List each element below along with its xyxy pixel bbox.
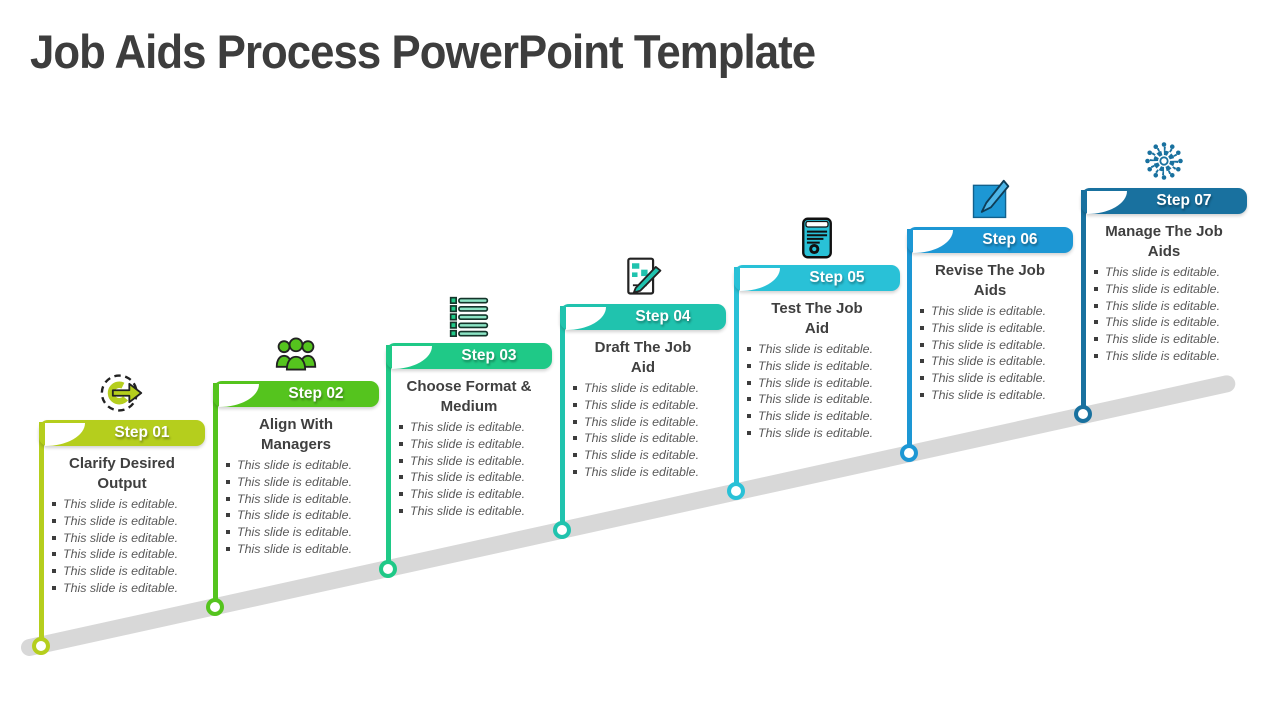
bullet-item: This slide is editable. xyxy=(226,524,382,541)
step-card-06: Step 06 Revise The Job Aids This slide i… xyxy=(900,179,1077,487)
bullet-item: This slide is editable. xyxy=(1094,331,1250,348)
team-icon xyxy=(273,332,319,376)
step-card-04: Step 04 Draft The Job Aid This slide is … xyxy=(553,257,730,564)
manage-network-icon xyxy=(1141,139,1187,183)
bullet-item: This slide is editable. xyxy=(920,370,1076,387)
bullet-list: This slide is editable.This slide is edi… xyxy=(1094,264,1250,365)
bullet-item: This slide is editable. xyxy=(399,436,555,453)
bullet-list: This slide is editable.This slide is edi… xyxy=(52,496,208,597)
bullet-item: This slide is editable. xyxy=(747,341,903,358)
bullet-item: This slide is editable. xyxy=(1094,264,1250,281)
step-card-05: Step 05 Test The Job Aid This slide is e… xyxy=(727,217,904,525)
timeline-node xyxy=(553,521,571,539)
step-label: Step 03 xyxy=(461,347,517,364)
bullet-list: This slide is editable.This slide is edi… xyxy=(399,419,555,520)
bullet-item: This slide is editable. xyxy=(920,387,1076,404)
step-title: Clarify Desired Output xyxy=(69,455,175,492)
timeline-node xyxy=(1074,405,1092,423)
bullet-item: This slide is editable. xyxy=(747,375,903,392)
timeline-node xyxy=(727,482,745,500)
bullet-item: This slide is editable. xyxy=(52,496,208,513)
bullet-item: This slide is editable. xyxy=(573,447,729,464)
connector-line xyxy=(386,345,391,570)
bullet-list: This slide is editable.This slide is edi… xyxy=(920,303,1076,404)
bullet-item: This slide is editable. xyxy=(747,358,903,375)
bullet-item: This slide is editable. xyxy=(920,337,1076,354)
step-card-07: Step 07 Manage The Job Aids This slide i… xyxy=(1074,142,1251,448)
step-label: Step 02 xyxy=(288,385,344,402)
step-banner: Step 01 xyxy=(39,420,205,446)
timeline-node xyxy=(900,444,918,462)
step-title: Manage The Job Aids xyxy=(1105,223,1223,260)
bullet-item: This slide is editable. xyxy=(920,320,1076,337)
bullet-item: This slide is editable. xyxy=(747,425,903,442)
bullet-item: This slide is editable. xyxy=(226,474,382,491)
bullet-item: This slide is editable. xyxy=(226,541,382,558)
step-label: Step 05 xyxy=(809,269,865,286)
bullet-item: This slide is editable. xyxy=(573,380,729,397)
bullet-item: This slide is editable. xyxy=(226,507,382,524)
draft-document-icon xyxy=(620,255,666,299)
bullet-item: This slide is editable. xyxy=(573,397,729,414)
bullet-item: This slide is editable. xyxy=(1094,348,1250,365)
edit-pencil-icon xyxy=(967,178,1013,222)
step-banner: Step 03 xyxy=(386,343,552,369)
timeline-node xyxy=(32,637,50,655)
bullet-item: This slide is editable. xyxy=(573,430,729,447)
checklist-icon xyxy=(446,294,492,338)
step-label: Step 07 xyxy=(1156,192,1212,209)
bullet-list: This slide is editable.This slide is edi… xyxy=(573,380,729,481)
step-label: Step 06 xyxy=(982,231,1038,248)
connector-line xyxy=(907,229,912,454)
step-title: Choose Format & Medium xyxy=(406,378,532,415)
bullet-list: This slide is editable.This slide is edi… xyxy=(747,341,903,442)
slide-title: Job Aids Process PowerPoint Template xyxy=(30,25,816,78)
bullet-item: This slide is editable. xyxy=(747,391,903,408)
bullet-item: This slide is editable. xyxy=(52,530,208,547)
step-title: Draft The Job Aid xyxy=(594,339,692,376)
step-banner: Step 05 xyxy=(734,265,900,291)
bullet-item: This slide is editable. xyxy=(747,408,903,425)
step-title: Align With Managers xyxy=(258,416,333,453)
bullet-item: This slide is editable. xyxy=(226,457,382,474)
connector-line xyxy=(734,267,739,492)
process-gear-arrow-icon xyxy=(99,371,145,415)
step-banner: Step 06 xyxy=(907,227,1073,253)
step-banner: Step 02 xyxy=(213,381,379,407)
connector-line xyxy=(1081,190,1086,415)
step-title: Revise The Job Aids xyxy=(934,262,1046,299)
bullet-item: This slide is editable. xyxy=(399,419,555,436)
bullet-item: This slide is editable. xyxy=(399,486,555,503)
step-card-02: Step 02 Align With Managers This slide i… xyxy=(206,337,383,641)
step-card-03: Step 03 Choose Format & Medium This slid… xyxy=(379,296,556,603)
bullet-item: This slide is editable. xyxy=(52,546,208,563)
bullet-item: This slide is editable. xyxy=(573,464,729,481)
bullet-item: This slide is editable. xyxy=(52,563,208,580)
step-banner: Step 07 xyxy=(1081,188,1247,214)
bullet-item: This slide is editable. xyxy=(52,580,208,597)
bullet-item: This slide is editable. xyxy=(573,414,729,431)
step-card-01: Step 01 Clarify Desired Output This slid… xyxy=(32,374,209,680)
bullet-item: This slide is editable. xyxy=(52,513,208,530)
step-title: Test The Job Aid xyxy=(771,300,863,337)
bullet-item: This slide is editable. xyxy=(920,303,1076,320)
step-banner: Step 04 xyxy=(560,304,726,330)
connector-line xyxy=(213,383,218,608)
bullet-item: This slide is editable. xyxy=(920,353,1076,370)
bullet-item: This slide is editable. xyxy=(1094,298,1250,315)
step-label: Step 04 xyxy=(635,308,691,325)
test-clipboard-icon xyxy=(794,216,840,260)
bullet-item: This slide is editable. xyxy=(399,469,555,486)
bullet-item: This slide is editable. xyxy=(1094,314,1250,331)
connector-line xyxy=(560,306,565,531)
connector-line xyxy=(39,422,44,647)
bullet-list: This slide is editable.This slide is edi… xyxy=(226,457,382,558)
timeline-node xyxy=(379,560,397,578)
bullet-item: This slide is editable. xyxy=(399,503,555,520)
bullet-item: This slide is editable. xyxy=(1094,281,1250,298)
bullet-item: This slide is editable. xyxy=(226,491,382,508)
step-label: Step 01 xyxy=(114,424,170,441)
timeline-node xyxy=(206,598,224,616)
bullet-item: This slide is editable. xyxy=(399,453,555,470)
